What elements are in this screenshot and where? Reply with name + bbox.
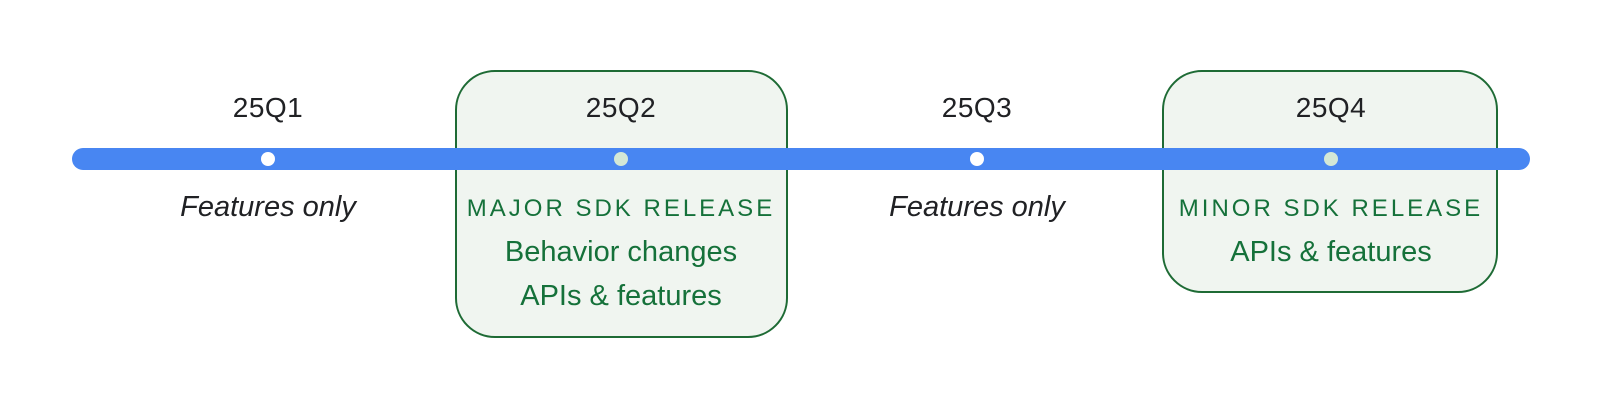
timeline-dot-25q1 <box>261 152 275 166</box>
timeline-dot-25q2 <box>614 152 628 166</box>
release-box-25q2 <box>455 70 788 338</box>
quarter-note: Features only <box>889 191 1065 223</box>
timeline-dot-25q4 <box>1324 152 1338 166</box>
quarter-column-25q1: 25Q1 Features only <box>88 0 448 409</box>
quarter-column-25q3: 25Q3 Features only <box>797 0 1157 409</box>
quarter-label: 25Q1 <box>232 92 304 123</box>
timeline-dot-25q3 <box>970 152 984 166</box>
release-box-25q4 <box>1162 70 1498 293</box>
timeline-bar <box>72 148 1530 170</box>
quarter-label: 25Q3 <box>941 92 1013 123</box>
quarter-note: Features only <box>180 191 356 223</box>
